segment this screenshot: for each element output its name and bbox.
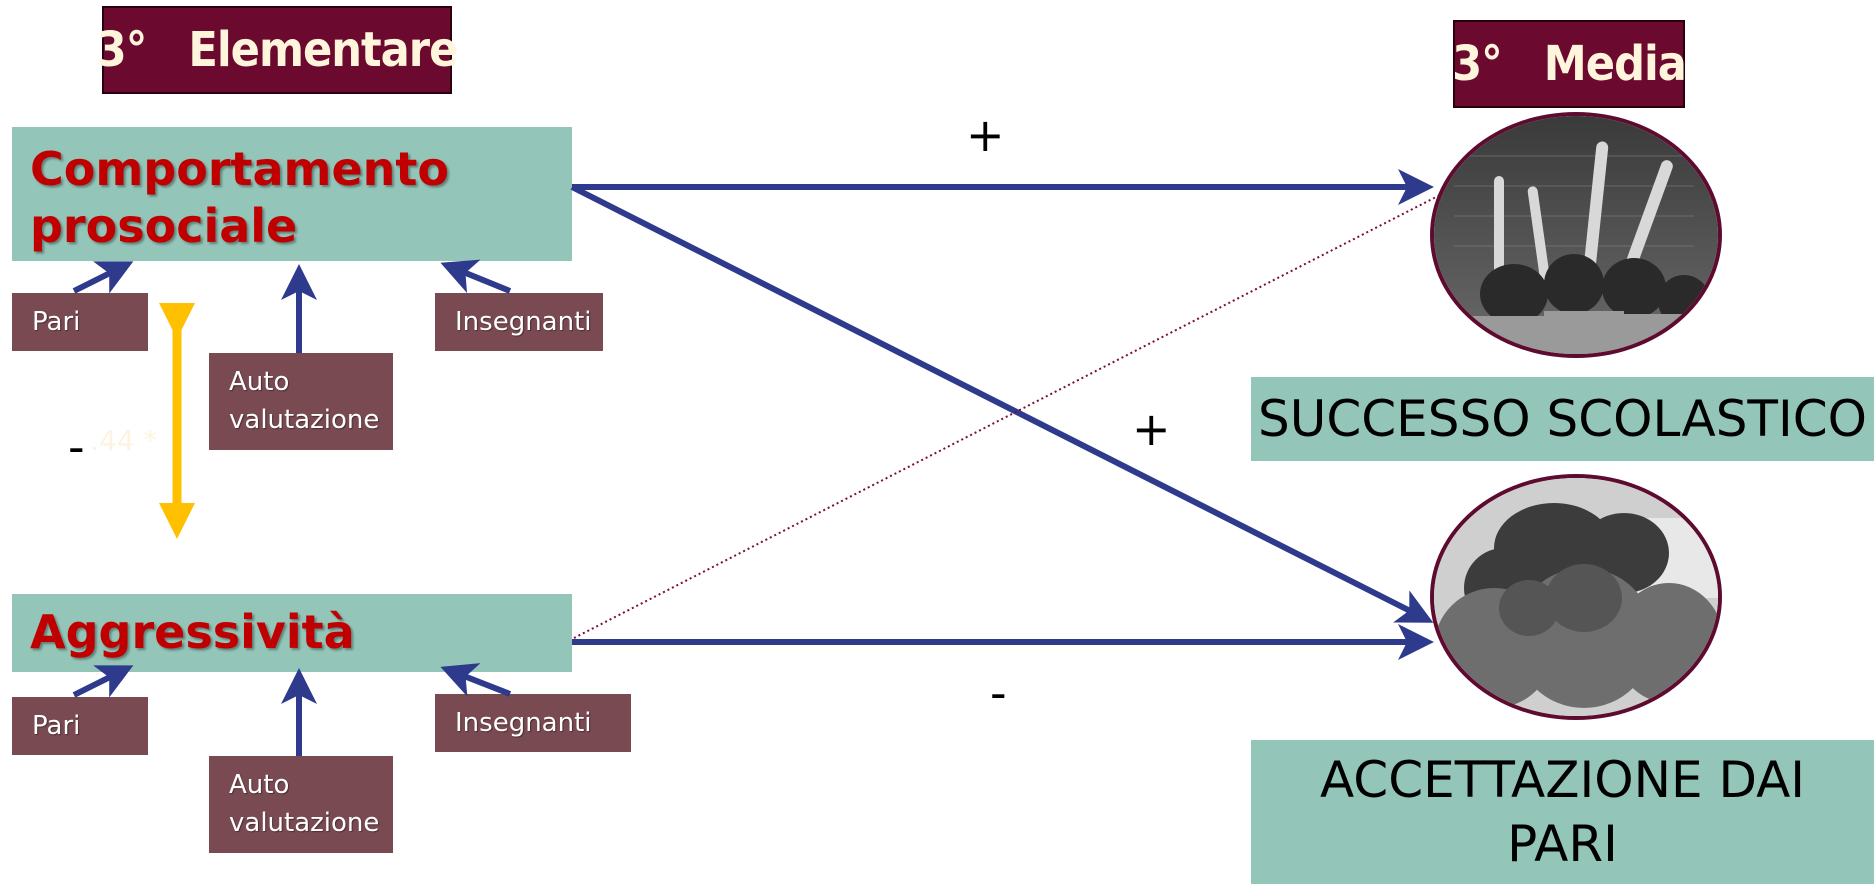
aggression-box: Aggressività bbox=[12, 594, 572, 672]
aggression-teachers-arrow bbox=[440, 663, 512, 697]
prosocial-to-acceptance-arrow bbox=[570, 184, 1434, 623]
aggression-self-label-line2: valutazione bbox=[229, 808, 380, 838]
prosocial-box: Comportamento prosociale bbox=[12, 127, 572, 261]
huddle-image bbox=[1434, 478, 1718, 716]
group-huddle-photo bbox=[1430, 474, 1722, 720]
elementary-grade-header: 3° Elementare bbox=[97, 6, 458, 94]
elementary-grade-text: 3° Elementare bbox=[96, 22, 459, 78]
aggression-peers-arrow bbox=[72, 665, 134, 698]
prosocial-label-line2: prosociale bbox=[30, 199, 298, 253]
aggression-label: Aggressività bbox=[30, 605, 355, 659]
prosocial-to-success-sign: + bbox=[966, 108, 1005, 162]
prosocial-teachers-arrow bbox=[440, 259, 512, 294]
raised-hands-image bbox=[1434, 116, 1718, 354]
prosocial-teachers-label: Insegnanti bbox=[455, 307, 592, 337]
prosocial-label-line1: Comportamento bbox=[30, 142, 450, 196]
peer-acceptance-box: ACCETTAZIONE DAI PARI bbox=[1251, 740, 1874, 884]
aggression-self-label-line1: Auto bbox=[229, 770, 290, 800]
aggression-to-acceptance-sign: - bbox=[990, 666, 1007, 720]
aggression-teachers-label: Insegnanti bbox=[455, 708, 592, 738]
correlation-value-text: .44 * bbox=[90, 424, 158, 457]
prosocial-teachers-source: Insegnanti bbox=[435, 293, 603, 351]
correlation-sign: - bbox=[68, 420, 85, 474]
middle-grade-header: 3° Media bbox=[1452, 20, 1687, 108]
aggression-to-success-dotted-path bbox=[573, 195, 1439, 639]
academic-success-box: SUCCESSO SCOLASTICO bbox=[1251, 377, 1874, 461]
correlation-sign-text: - bbox=[68, 420, 85, 474]
prosocial-to-acceptance-sign: + bbox=[1132, 402, 1171, 456]
prosocial-peers-source: Pari bbox=[12, 293, 148, 351]
correlation-value: .44 * bbox=[90, 424, 157, 457]
academic-success-label: SUCCESSO SCOLASTICO bbox=[1258, 390, 1867, 448]
prosocial-self-label-line1: Auto bbox=[229, 367, 290, 397]
peer-acceptance-label-line1: ACCETTAZIONE DAI bbox=[1319, 751, 1806, 809]
aggression-to-acceptance-sign-text: - bbox=[990, 666, 1007, 720]
prosocial-to-success-sign-text: + bbox=[966, 108, 1005, 162]
middle-grade-text: 3° Media bbox=[1452, 36, 1687, 92]
prosocial-to-acceptance-sign-text: + bbox=[1132, 402, 1171, 456]
peer-acceptance-label-line2: PARI bbox=[1507, 815, 1618, 873]
prosocial-peers-arrow bbox=[72, 261, 134, 294]
aggression-peers-label: Pari bbox=[32, 711, 81, 741]
aggression-peers-source: Pari bbox=[12, 697, 148, 755]
aggression-teachers-source: Insegnanti bbox=[435, 694, 631, 752]
prosocial-self-label-line2: valutazione bbox=[229, 405, 380, 435]
prosocial-peers-label: Pari bbox=[32, 307, 81, 337]
aggression-self-source: Auto valutazione bbox=[209, 756, 393, 853]
prosocial-self-source: Auto valutazione bbox=[209, 353, 393, 450]
classroom-photo bbox=[1430, 112, 1722, 358]
